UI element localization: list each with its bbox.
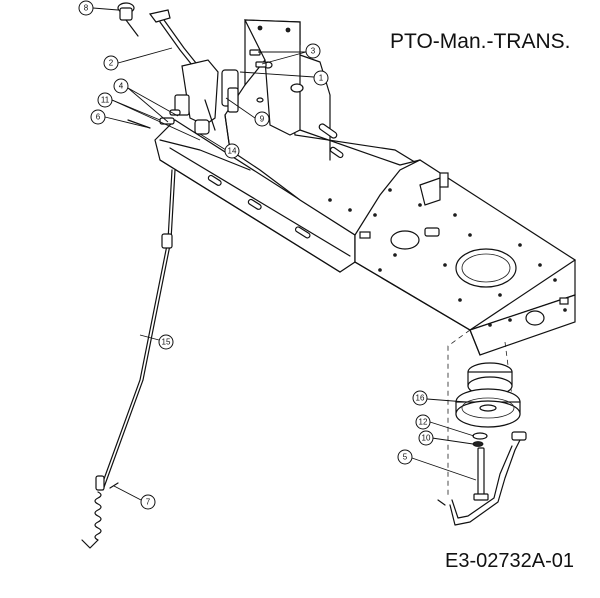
diagram-title: PTO-Man.-TRANS. bbox=[390, 30, 571, 53]
callout-label: 10 bbox=[422, 434, 431, 443]
callout-label: 8 bbox=[84, 4, 89, 13]
frame-assembly bbox=[154, 19, 577, 356]
leader-lines bbox=[92, 7, 477, 501]
drawing-code: E3-02732A-01 bbox=[445, 550, 574, 572]
callout-14: 14 bbox=[224, 143, 240, 159]
callout-label: 3 bbox=[311, 47, 316, 56]
pulley-assembly bbox=[437, 329, 527, 526]
callout-label: 15 bbox=[162, 338, 171, 347]
callout-11: 11 bbox=[97, 92, 113, 108]
callout-4: 4 bbox=[113, 78, 129, 94]
callout-5: 5 bbox=[397, 449, 413, 465]
callout-15: 15 bbox=[158, 334, 174, 350]
callout-8: 8 bbox=[78, 0, 94, 16]
callout-10: 10 bbox=[418, 430, 434, 446]
callout-label: 1 bbox=[319, 74, 324, 83]
callout-2: 2 bbox=[103, 55, 119, 71]
callout-label: 16 bbox=[416, 394, 425, 403]
callout-3: 3 bbox=[305, 43, 321, 59]
callout-7: 7 bbox=[140, 494, 156, 510]
callout-16: 16 bbox=[412, 390, 428, 406]
callout-label: 6 bbox=[96, 113, 101, 122]
lever-assembly bbox=[117, 2, 267, 171]
callout-12: 12 bbox=[415, 414, 431, 430]
rivet-holes bbox=[328, 188, 567, 327]
callout-label: 9 bbox=[260, 115, 265, 124]
callout-1: 1 bbox=[313, 70, 329, 86]
callout-label: 11 bbox=[101, 96, 110, 105]
callout-label: 4 bbox=[119, 82, 124, 91]
callout-label: 5 bbox=[403, 453, 408, 462]
callout-label: 12 bbox=[419, 418, 428, 427]
callout-label: 14 bbox=[228, 147, 237, 156]
callout-label: 7 bbox=[146, 498, 151, 507]
callout-9: 9 bbox=[254, 111, 270, 127]
callout-label: 2 bbox=[109, 59, 114, 68]
callout-6: 6 bbox=[90, 109, 106, 125]
pto-cable bbox=[81, 169, 176, 549]
